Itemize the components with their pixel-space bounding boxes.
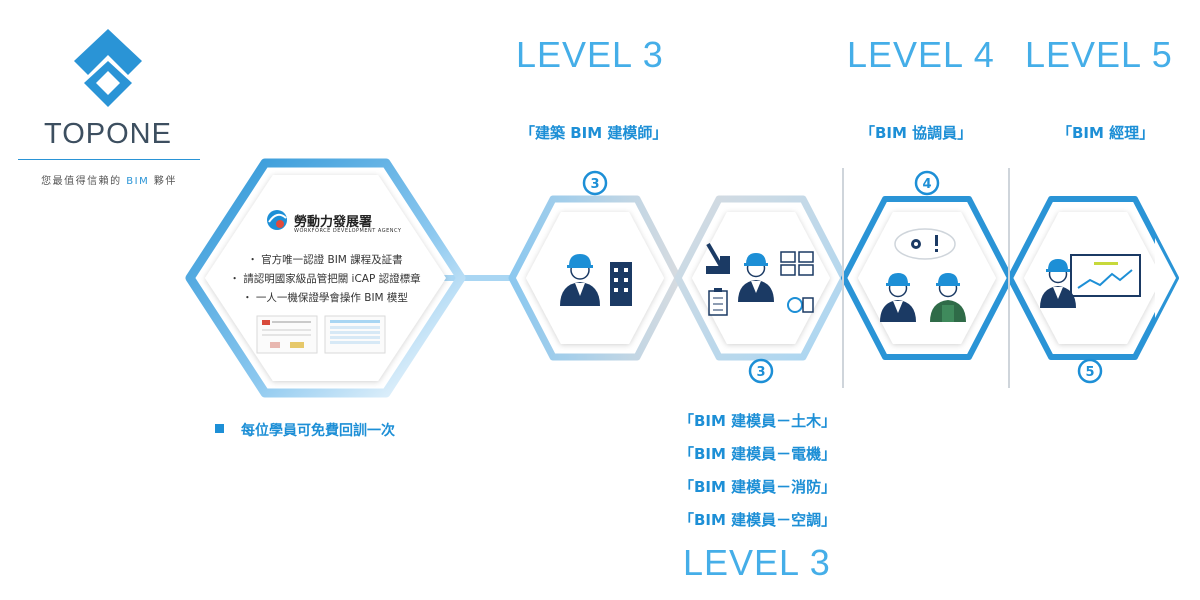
agency-name: 勞動力發展署 bbox=[294, 215, 373, 230]
speech-bubble-icon bbox=[894, 228, 956, 260]
modeler-title: 「BIM 建模員－電機」 bbox=[679, 445, 837, 463]
level-heading: LEVEL 3 bbox=[683, 542, 831, 583]
certificate-thumbnail bbox=[256, 315, 318, 354]
monitor-panel-icon bbox=[780, 251, 814, 276]
certificate-thumbnail bbox=[324, 315, 386, 354]
topone-logo-icon bbox=[74, 29, 142, 107]
modeler-title: 「BIM 建模員－土木」 bbox=[679, 412, 837, 430]
modeler-title: 「BIM 建模員－消防」 bbox=[679, 478, 837, 496]
hex-architect bbox=[508, 195, 682, 361]
svg-text:3: 3 bbox=[756, 365, 765, 380]
level-heading: LEVEL 3 bbox=[516, 34, 664, 75]
architect-worker-icon bbox=[560, 254, 632, 306]
level-badge: 3 bbox=[582, 170, 608, 196]
modeler-title: 「BIM 建模員－空調」 bbox=[679, 511, 837, 529]
clipboard-icon bbox=[708, 288, 728, 316]
role-title: 「BIM 經理」 bbox=[1057, 124, 1155, 142]
level-heading: LEVEL 5 bbox=[1025, 34, 1173, 75]
svg-text:4: 4 bbox=[922, 177, 931, 192]
brand-divider bbox=[18, 159, 200, 160]
card-bullet: ・ 請認明國家級品管把關 iCAP 認證標章 bbox=[229, 273, 421, 285]
level-heading: LEVEL 4 bbox=[847, 34, 995, 75]
crane-icon bbox=[706, 242, 730, 274]
hex-modeler bbox=[674, 195, 848, 361]
engineer-worker-icon bbox=[930, 273, 966, 322]
agency-logo-icon bbox=[267, 210, 287, 230]
manager-worker-icon bbox=[1040, 259, 1076, 308]
role-title: 「建築 BIM 建模師」 bbox=[520, 124, 668, 142]
level-badge: 4 bbox=[914, 170, 940, 196]
retraining-note: 每位學員可免費回訓一次 bbox=[241, 423, 395, 439]
level-badge: 3 bbox=[748, 358, 774, 384]
card-bullet: ・ 官方唯一認證 BIM 課程及証書 bbox=[247, 254, 403, 266]
fan-icon bbox=[787, 297, 814, 313]
role-title: 「BIM 協調員」 bbox=[860, 124, 973, 142]
brand-tagline: 您最值得信賴的 BIM 夥伴 bbox=[41, 176, 177, 187]
note-bullet-icon bbox=[215, 424, 224, 433]
agency-name-en: WORKFORCE DEVELOPMENT AGENCY bbox=[294, 228, 402, 234]
hex-coordinator bbox=[841, 196, 1013, 360]
brand-name: TOPONE bbox=[44, 118, 172, 150]
svg-text:3: 3 bbox=[590, 177, 599, 192]
level-badge: 5 bbox=[1077, 358, 1103, 384]
svg-text:5: 5 bbox=[1085, 365, 1094, 380]
presentation-board-icon bbox=[1070, 254, 1141, 297]
coordinator-worker-icon bbox=[880, 273, 916, 322]
modeler-worker-icon bbox=[738, 253, 774, 302]
card-bullet: ・ 一人一機保證學會操作 BIM 模型 bbox=[242, 292, 408, 304]
